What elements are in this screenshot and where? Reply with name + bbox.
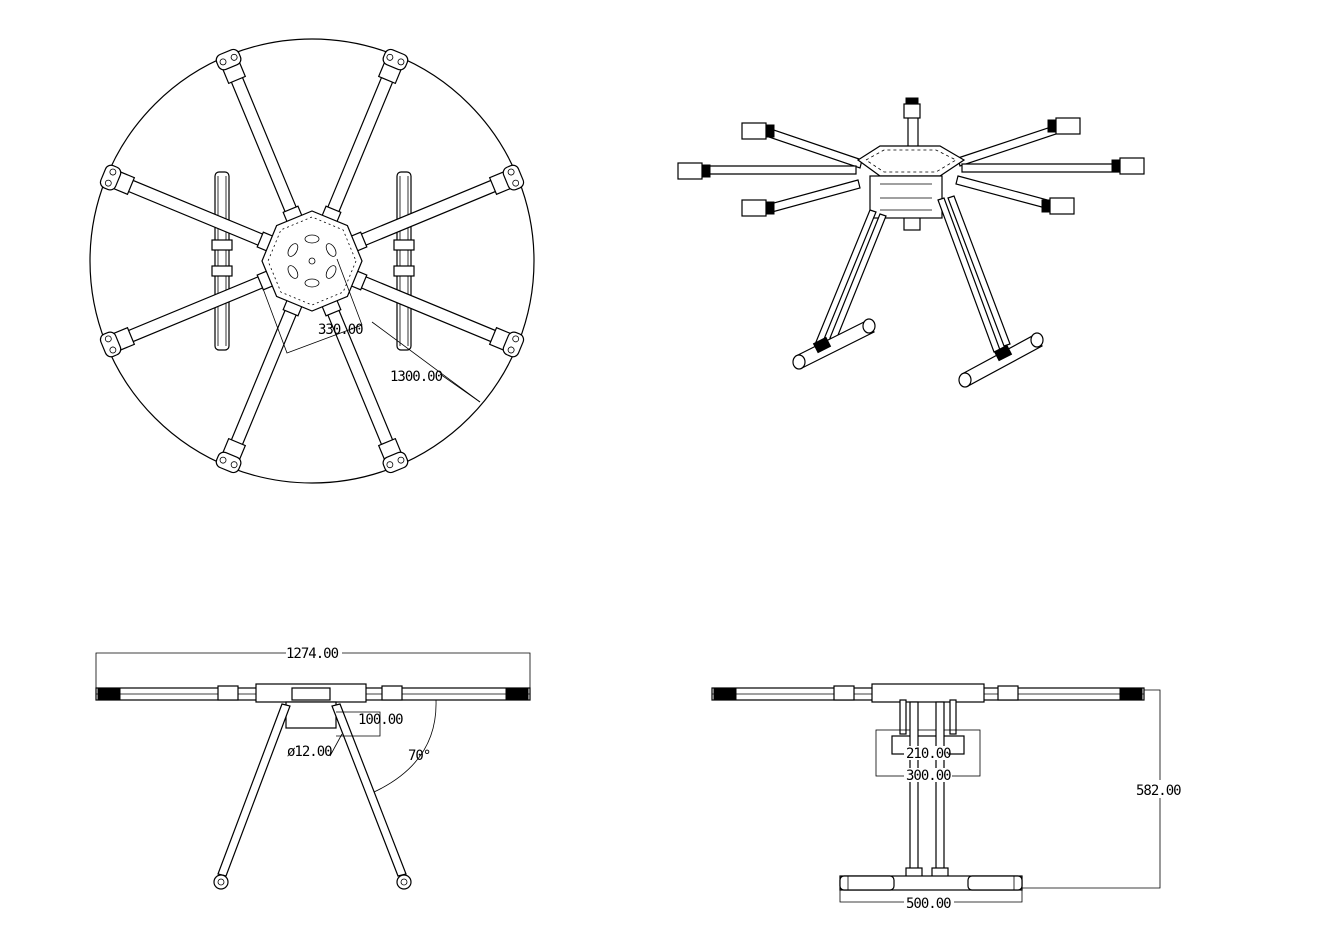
dim-100-label: 100.00 [358, 712, 403, 728]
center-plate [261, 210, 363, 312]
dim-1300-label: 1300.00 [390, 369, 443, 385]
front-box-dimension: 100.00 [336, 711, 404, 737]
dim-1274-label: 1274.00 [286, 646, 339, 662]
dim-70-label: 70° [408, 748, 430, 764]
plate-dimension-330: 330.00 [261, 258, 364, 354]
top-arm [345, 268, 525, 358]
top-view: 330.00 1300.00 [89, 38, 535, 484]
front-view: 1274.00 100.00 ø12.00 70° [95, 644, 531, 890]
isometric-view [677, 97, 1145, 388]
dim-300-label: 300.00 [906, 768, 951, 784]
dim-12-label: ø12.00 [287, 744, 332, 760]
dim-500-label: 500.00 [906, 896, 951, 912]
top-arm [99, 164, 279, 254]
top-arm [345, 164, 525, 254]
front-width-dimension: 1274.00 [95, 644, 531, 688]
top-arm [319, 48, 409, 228]
iso-center-plate [856, 145, 966, 219]
front-angle-dimension: 70° [373, 699, 437, 793]
iso-landing-gear [792, 195, 1044, 388]
dim-210-label: 210.00 [906, 746, 951, 762]
side-skid-dimension: 500.00 [839, 890, 1023, 912]
iso-motors [677, 97, 1145, 231]
side-view: 210.00 300.00 582.00 500.00 [711, 683, 1184, 912]
dim-582-label: 582.00 [1136, 783, 1181, 799]
propeller-span-circle [89, 38, 535, 484]
dim-330-label: 330.00 [318, 322, 363, 338]
top-arm [99, 268, 279, 358]
span-dimension-1300: 1300.00 [371, 321, 481, 403]
side-height-dimension: 582.00 [1022, 689, 1184, 889]
front-tube-dimension: ø12.00 [287, 733, 343, 760]
